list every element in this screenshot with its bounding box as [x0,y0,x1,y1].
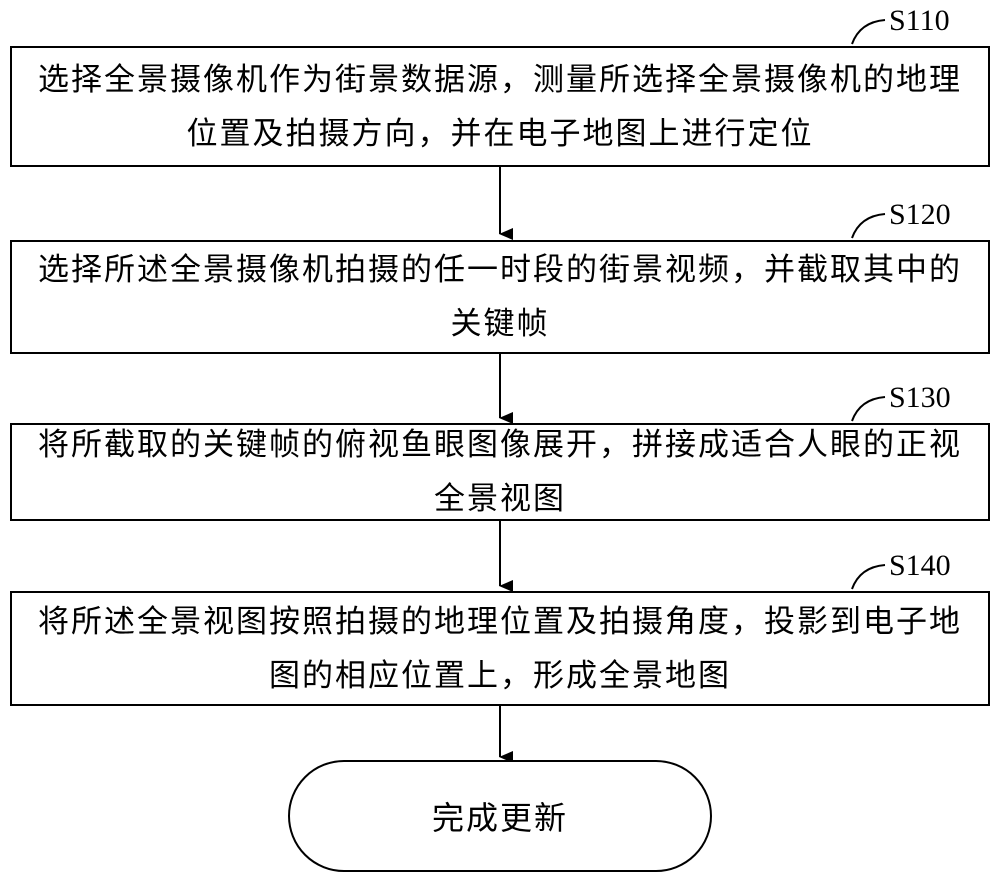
step-box-s110: 选择全景摄像机作为街景数据源，测量所选择全景摄像机的地理位置及拍摄方向，并在电子… [10,46,990,167]
end-terminal-text: 完成更新 [431,799,568,837]
step-text-s130: 将所截取的关键帧的俯视鱼眼图像展开，拼接成适合人眼的正视全景视图 [38,427,962,517]
end-terminal: 完成更新 [288,760,712,872]
step-box-s120: 选择所述全景摄像机拍摄的任一时段的街景视频，并截取其中的关键帧 [10,240,990,354]
step-label-s140: S140 [889,549,951,582]
step-label-s130: S130 [889,381,951,414]
label-leader-s140 [851,564,886,590]
label-leader-s120 [851,213,886,239]
step-label-s110: S110 [889,4,950,37]
step-text-s120: 选择所述全景摄像机拍摄的任一时段的街景视频，并截取其中的关键帧 [38,252,962,342]
step-box-s140: 将所述全景视图按照拍摄的地理位置及拍摄角度，投影到电子地图的相应位置上，形成全景… [10,591,990,706]
step-text-s110: 选择全景摄像机作为街景数据源，测量所选择全景摄像机的地理位置及拍摄方向，并在电子… [38,61,962,152]
step-label-s120: S120 [889,198,951,231]
label-leader-s110 [851,19,886,45]
step-text-s140: 将所述全景视图按照拍摄的地理位置及拍摄角度，投影到电子地图的相应位置上，形成全景… [38,603,962,694]
step-box-s130: 将所截取的关键帧的俯视鱼眼图像展开，拼接成适合人眼的正视全景视图 [10,423,990,521]
